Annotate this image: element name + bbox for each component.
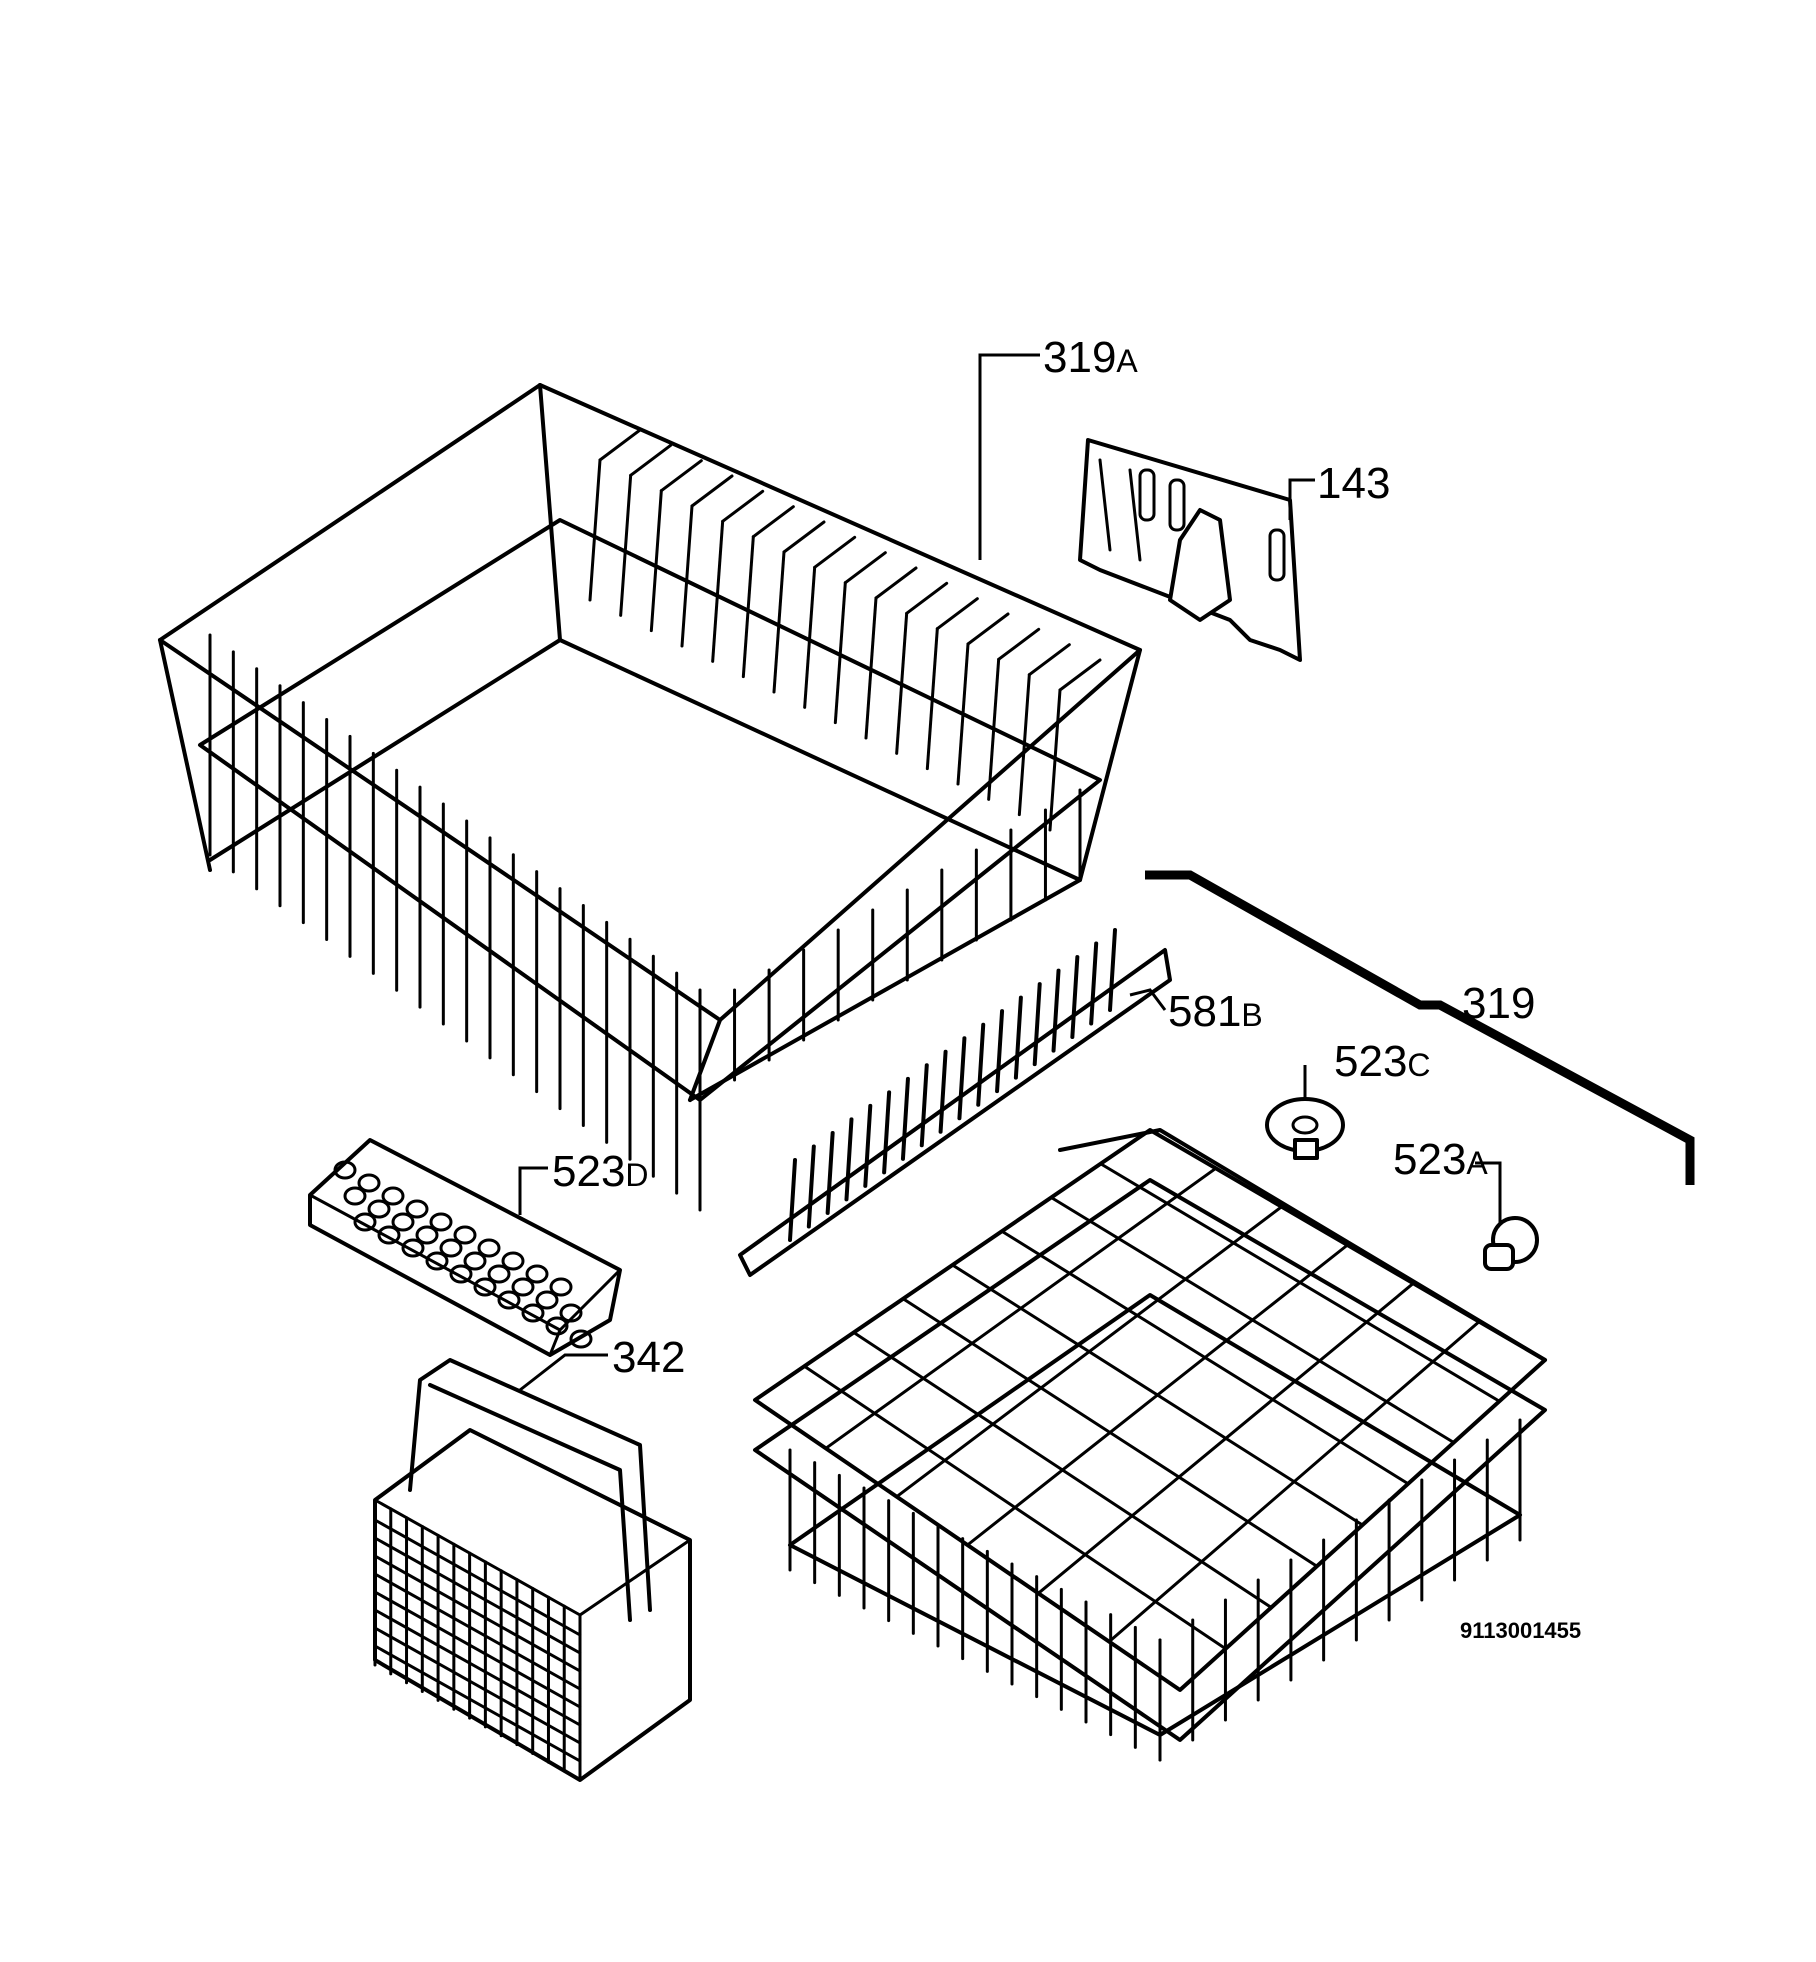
leader-lines <box>518 353 1502 1392</box>
callout-143: 143 <box>1317 459 1391 508</box>
tine-row-part <box>738 928 1172 1277</box>
lower-basket-part <box>753 1128 1547 1762</box>
wheel-523c-part <box>1265 1097 1345 1160</box>
callout-523a: 523A <box>1393 1135 1488 1184</box>
document-number: 9113001455 <box>1460 1618 1582 1643</box>
cutlery-rack-part <box>308 1138 622 1357</box>
upper-basket-part <box>158 383 1142 1212</box>
wheel-523a-part <box>1483 1216 1539 1271</box>
callout-319a: 319A <box>1043 333 1138 382</box>
callout-342: 342 <box>612 1333 686 1382</box>
assembly-bracket <box>1145 870 1695 1185</box>
callout-581b: 581B <box>1168 987 1263 1036</box>
callout-523d: 523D <box>552 1147 649 1196</box>
callout-319: 319 <box>1462 979 1536 1028</box>
rail-bracket-part <box>1078 438 1302 662</box>
cutlery-basket-part <box>373 1358 692 1782</box>
callout-523c: 523C <box>1334 1037 1431 1086</box>
